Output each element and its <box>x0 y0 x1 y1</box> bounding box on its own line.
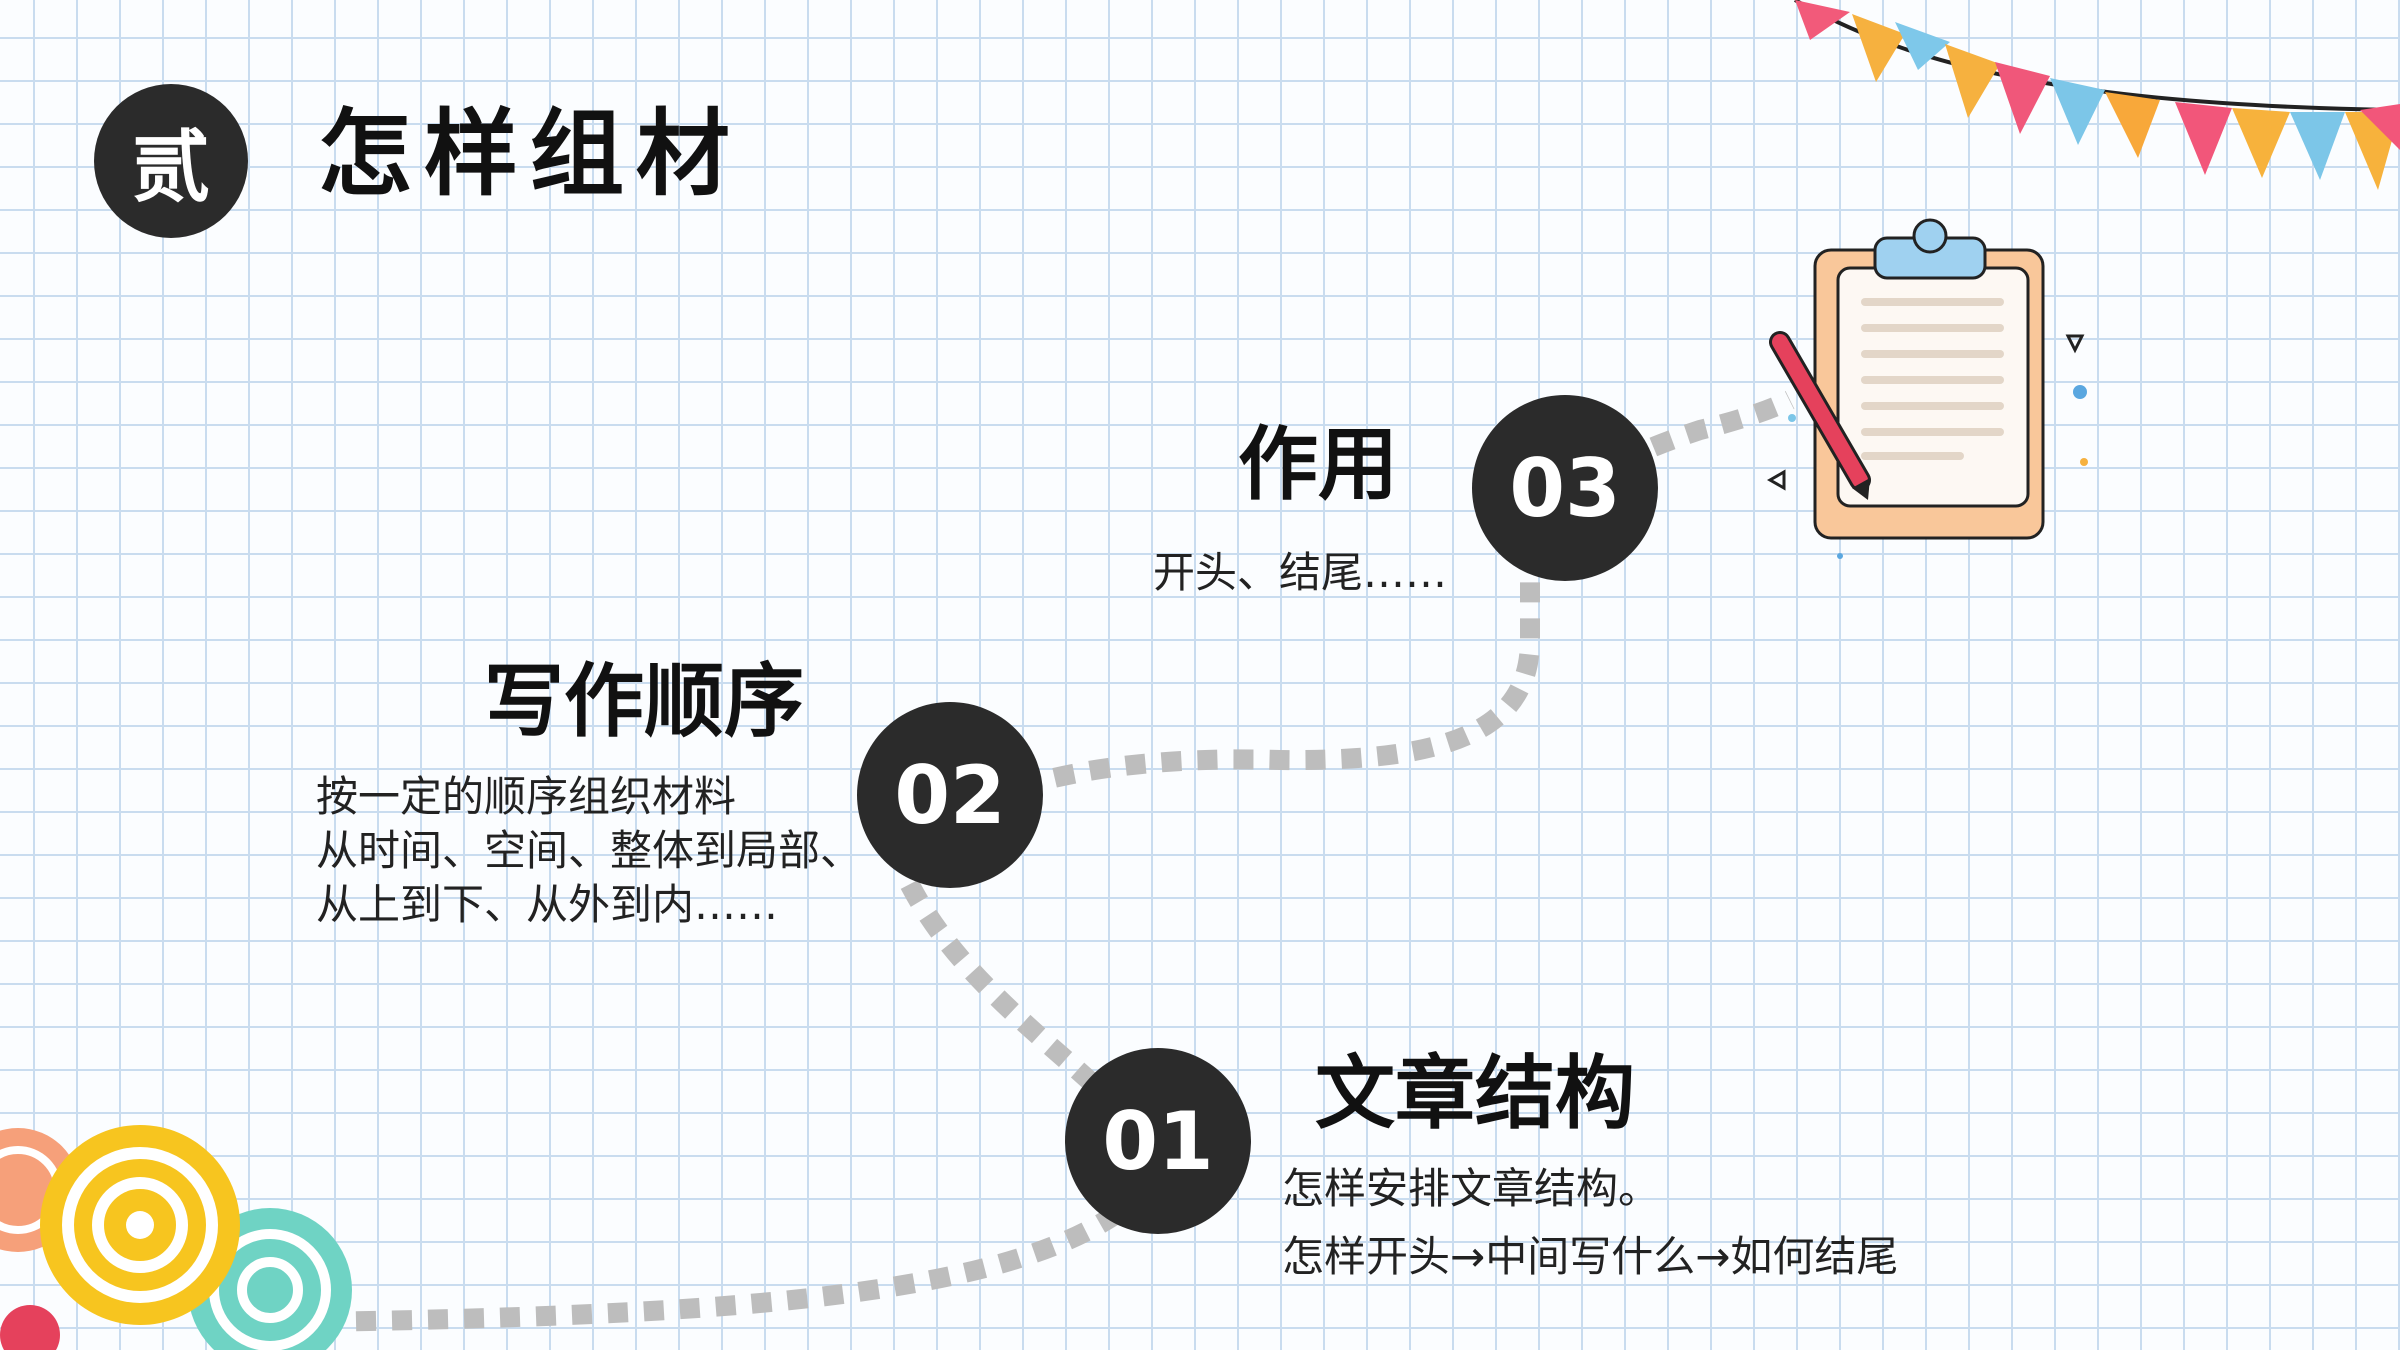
bunting-icon <box>1794 0 2400 190</box>
description-line: 从上到下、从外到内…… <box>316 880 779 929</box>
pen-icon <box>1769 331 1871 500</box>
description-line: 开头、结尾…… <box>1153 548 1448 597</box>
description-line: 怎样安排文章结构。 <box>1282 1164 1661 1213</box>
description-line: 按一定的顺序组织材料 <box>316 772 737 821</box>
step-description-03: 开头、结尾…… <box>1153 546 1447 600</box>
description-line: 怎样开头→中间写什么→如何结尾 <box>1282 1232 1899 1281</box>
section-number-badge: 贰 <box>94 84 248 238</box>
lollipop-icon <box>0 1125 352 1350</box>
step-number-03: 03 <box>1472 395 1658 581</box>
description-line: 从时间、空间、整体到局部、 <box>316 826 863 875</box>
step-number-02: 02 <box>857 702 1043 888</box>
step-description-02: 按一定的顺序组织材料 从时间、空间、整体到局部、 从上到下、从外到内…… <box>316 770 862 932</box>
step-number-01: 01 <box>1065 1048 1251 1234</box>
step-heading-02: 写作顺序 <box>484 655 804 748</box>
page-title: 怎样组材 <box>318 100 743 209</box>
step-description-01: 怎样安排文章结构。 怎样开头→中间写什么→如何结尾 <box>1282 1162 1898 1284</box>
clipboard-icon <box>1766 218 2088 559</box>
step-heading-03: 作用 <box>1238 418 1398 511</box>
step-heading-01: 文章结构 <box>1315 1047 1635 1140</box>
